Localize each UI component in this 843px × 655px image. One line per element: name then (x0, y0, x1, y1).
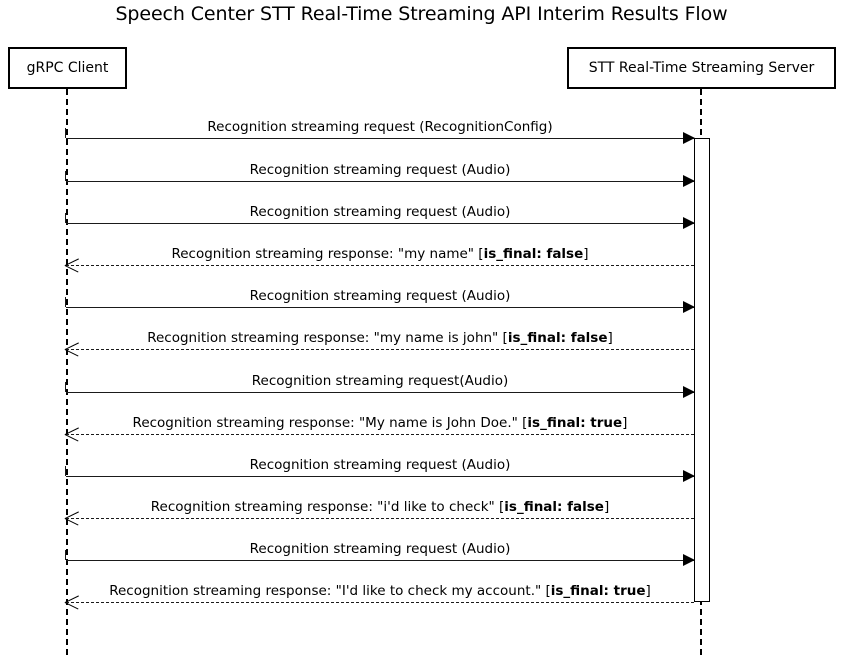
message-label: Recognition streaming response: "My name… (132, 415, 628, 431)
is-final-flag: is_final: false (504, 499, 604, 515)
participant-client-label: gRPC Client (26, 60, 109, 76)
message-label: Recognition streaming response: "i'd lik… (150, 499, 610, 515)
message-origin-tick (65, 171, 66, 181)
message-origin-tick (65, 128, 66, 138)
message-label: Recognition streaming response: "my name… (147, 330, 613, 346)
message-line (66, 223, 694, 224)
is-final-flag: is_final: true (527, 415, 623, 431)
message-line (66, 476, 694, 477)
message-line (66, 349, 694, 350)
message-origin-tick (65, 382, 66, 392)
message-label: Recognition streaming request (Audio) (249, 288, 511, 304)
message-line (66, 265, 694, 266)
message-line (66, 602, 694, 603)
message-line (66, 518, 694, 519)
activation-bar-stt-server (694, 138, 710, 602)
is-final-flag: is_final: true (550, 583, 646, 599)
arrowhead-right-icon (683, 554, 695, 566)
arrowhead-right-icon (683, 386, 695, 398)
message-line (66, 181, 694, 182)
arrowhead-right-icon (683, 132, 695, 144)
message-label: Recognition streaming response: "my name… (171, 246, 589, 262)
message-origin-tick (65, 466, 66, 476)
message-origin-tick (65, 550, 66, 560)
participant-stt-server[interactable]: STT Real-Time Streaming Server (567, 47, 836, 89)
arrowhead-right-icon (683, 470, 695, 482)
message-label: Recognition streaming request (Audio) (249, 162, 511, 178)
participant-grpc-client[interactable]: gRPC Client (8, 47, 127, 89)
arrowhead-right-icon (683, 217, 695, 229)
lifeline-grpc-client (66, 89, 68, 655)
message-line (66, 307, 694, 308)
message-origin-tick (65, 213, 66, 223)
message-label: Recognition streaming request(Audio) (251, 373, 509, 389)
message-label: Recognition streaming request (Audio) (249, 204, 511, 220)
message-line (66, 138, 694, 139)
message-origin-tick (65, 297, 66, 307)
message-label: Recognition streaming request (Audio) (249, 457, 511, 473)
message-label: Recognition streaming request (Recogniti… (207, 119, 553, 135)
arrowhead-right-icon (683, 301, 695, 313)
message-label: Recognition streaming response: "I'd lik… (109, 583, 651, 599)
message-line (66, 392, 694, 393)
page-title: Speech Center STT Real-Time Streaming AP… (115, 3, 728, 25)
message-line (66, 434, 694, 435)
message-label: Recognition streaming request (Audio) (249, 541, 511, 557)
is-final-flag: is_final: false (483, 246, 584, 262)
arrowhead-right-icon (683, 175, 695, 187)
message-line (66, 560, 694, 561)
participant-server-label: STT Real-Time Streaming Server (588, 60, 815, 76)
is-final-flag: is_final: false (507, 330, 608, 346)
